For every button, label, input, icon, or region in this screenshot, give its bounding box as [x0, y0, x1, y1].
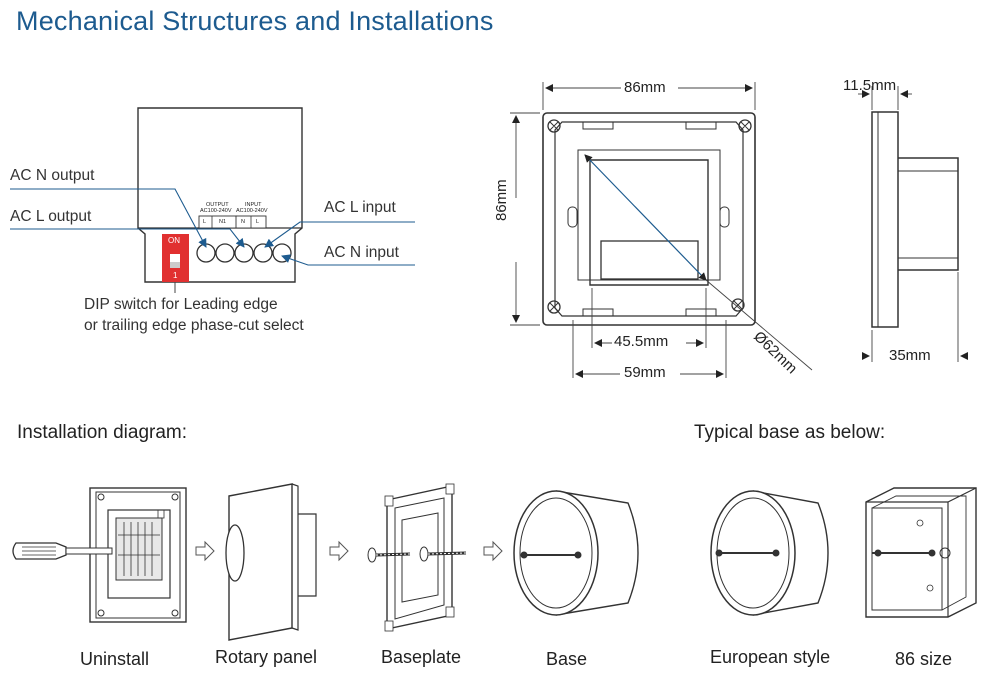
caption-baseplate: Baseplate	[381, 647, 462, 667]
height-dimension: 86mm	[493, 179, 510, 221]
ac-l-input-label: AC L input	[324, 199, 396, 216]
caption-uninstall: Uninstall	[80, 649, 150, 669]
wiring-module	[10, 107, 415, 293]
side-view-drawing	[871, 111, 959, 328]
screws-illustration	[367, 546, 467, 563]
caption-european-style: European style	[710, 647, 831, 667]
typical-base-heading: Typical base as below:	[694, 422, 886, 443]
output-block-label: OUTPUT	[206, 202, 229, 208]
input-voltage-label: AC100-240V	[236, 208, 268, 214]
depth-dimension: 11.5mm	[843, 77, 897, 94]
front-view-drawing	[542, 112, 756, 326]
terminal-l-output: L	[203, 219, 207, 225]
base-illustration	[513, 490, 639, 616]
european-style-illustration	[710, 490, 829, 616]
dip-description-line1: DIP switch for Leading edge	[84, 296, 278, 313]
dip-on-label: ON	[168, 236, 180, 245]
ac-n-output-label: AC N output	[10, 167, 95, 184]
baseplate-illustration	[384, 483, 455, 632]
caption-86-size: 86 size	[895, 649, 953, 669]
uninstall-illustration	[89, 487, 187, 623]
page-title: Mechanical Structures and Installations	[16, 6, 494, 36]
rotary-panel-illustration	[225, 483, 317, 641]
caption-base: Base	[546, 649, 588, 669]
caption-rotary-panel: Rotary panel	[215, 647, 318, 667]
ac-l-output-label: AC L output	[10, 208, 92, 225]
86-size-box-illustration	[865, 487, 977, 618]
ac-n-input-label: AC N input	[324, 244, 399, 261]
step-arrows	[195, 540, 503, 562]
dip-number-label: 1	[173, 271, 178, 280]
installation-heading: Installation diagram:	[17, 422, 188, 443]
width-dimension: 86mm	[624, 79, 666, 96]
input-block-label: INPUT	[245, 202, 262, 208]
screwdriver-illustration	[12, 542, 113, 560]
inner-dimension: 45.5mm	[614, 333, 669, 350]
terminal-n-input: N	[241, 219, 245, 225]
output-voltage-label: AC100-240V	[200, 208, 232, 214]
back-depth-dimension: 35mm	[889, 347, 931, 364]
dip-description-line2: or trailing edge phase-cut select	[84, 317, 304, 334]
terminal-l-input: L	[256, 219, 260, 225]
terminal-n1: N1	[219, 219, 227, 225]
base-dimension: 59mm	[624, 364, 666, 381]
